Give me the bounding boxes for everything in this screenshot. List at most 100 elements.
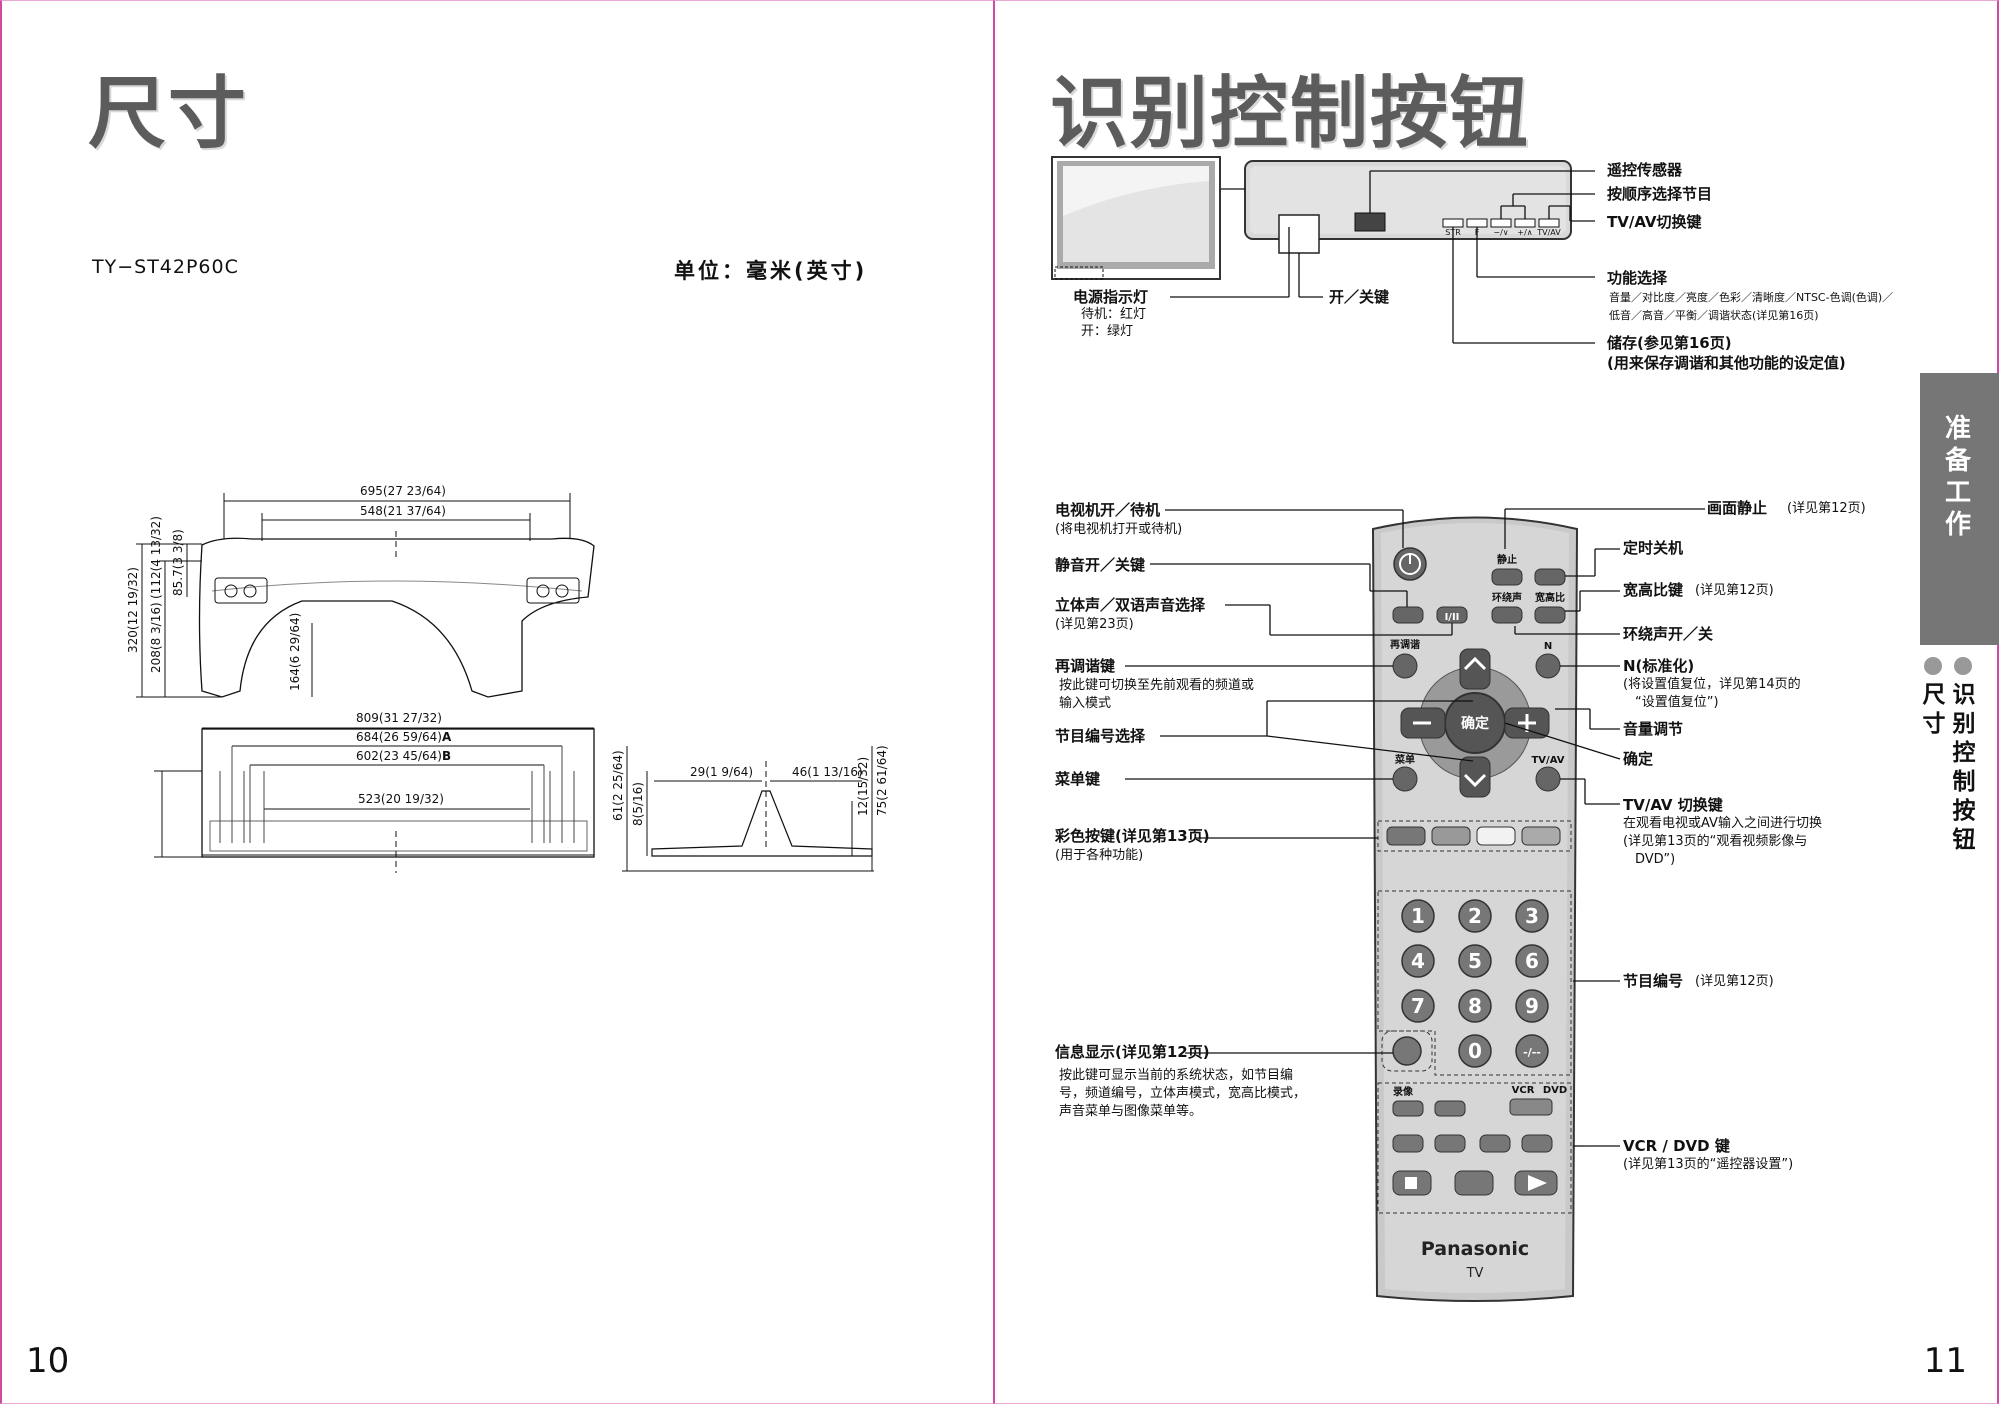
- left-page: 尺寸 TY−ST42P60C 单位：毫米(英寸): [0, 0, 993, 1404]
- label-freeze: 画面静止: [1707, 499, 1768, 517]
- label-off-timer: 定时关机: [1623, 539, 1684, 557]
- nav-dot-2: [1954, 657, 1972, 675]
- model-number: TY−ST42P60C: [92, 256, 239, 278]
- digit-dash: -/--: [1523, 1046, 1541, 1059]
- side-tab-label: 准备工作: [1944, 414, 1971, 540]
- dimension-drawing: 695(27 23/64) 548(21 37/64) 320(12 19/32…: [126, 484, 889, 873]
- dim-46: 46(1 13/16): [792, 765, 863, 779]
- tv-thumbnail: [1051, 156, 1221, 280]
- label-power-key: 开／关键: [1329, 288, 1390, 306]
- label-stereo: 立体声／双语声音选择: [1055, 596, 1206, 614]
- label-tv-power: 电视机开／待机: [1055, 501, 1161, 519]
- dim-208: 208(8 3/16): [149, 602, 163, 673]
- tv-leader-lines: [1170, 170, 1595, 344]
- label-color-sub: (用于各种功能): [1055, 848, 1144, 863]
- label-function-sub1: 音量／对比度／亮度／色彩／清晰度／NTSC-色调(色调)／: [1609, 291, 1894, 304]
- digit-6: 6: [1525, 949, 1539, 973]
- side-tab: 准备工作: [1920, 373, 1999, 645]
- remote-record-label: 录像: [1393, 1085, 1414, 1098]
- label-program-number-sub: (详见第12页): [1695, 974, 1774, 989]
- dim-85: 85.7(3 3/8): [171, 529, 185, 596]
- label-tvav-sub1: 在观看电视或AV输入之间进行切换: [1623, 816, 1822, 831]
- dim-61: 61(2 25/64): [611, 750, 625, 821]
- page-title: 识别控制按钮: [1050, 69, 1531, 159]
- remote-vcr-label: VCR: [1512, 1085, 1535, 1096]
- label-vcr-dvd-sub: (详见第13页的“遥控器设置”): [1623, 1157, 1794, 1172]
- label-ok: 确定: [1623, 750, 1654, 768]
- digit-2: 2: [1468, 904, 1482, 928]
- panel-btn-up: +/∧: [1517, 228, 1532, 237]
- remote-brand: Panasonic: [1421, 1238, 1529, 1260]
- digit-8: 8: [1468, 994, 1482, 1018]
- nav-dot-1: [1924, 657, 1942, 675]
- dim-602: 602(23 45/64): [356, 749, 442, 763]
- label-vcr-dvd: VCR / DVD 键: [1623, 1137, 1730, 1155]
- label-power-led-red: 待机：红灯: [1081, 307, 1147, 322]
- label-aspect-sub: (详见第12页): [1695, 583, 1774, 598]
- remote-menu-label: 菜单: [1394, 753, 1415, 766]
- label-program-number: 节目编号: [1623, 972, 1684, 990]
- dim-75: 75(2 61/64): [875, 745, 889, 816]
- digit-4: 4: [1411, 949, 1425, 973]
- label-info-sub1: 按此键可显示当前的系统状态，如节目编: [1059, 1068, 1294, 1083]
- page-number: 11: [1923, 1341, 1967, 1381]
- panel-btn-down: −/∨: [1493, 228, 1508, 237]
- label-power-led-green: 开：绿灯: [1081, 324, 1134, 339]
- dim-label-a: A: [442, 730, 452, 744]
- dim-684: 684(26 59/64): [356, 730, 442, 744]
- label-freeze-sub: (详见第12页): [1787, 501, 1866, 516]
- dim-523: 523(20 19/32): [358, 792, 444, 806]
- label-tvav-sub3: DVD”): [1635, 852, 1676, 867]
- page-title: 尺寸: [88, 69, 249, 159]
- dim-164: 164(6 29/64): [288, 613, 302, 691]
- controls-diagram: STR F −/∨ +/∧ TV/AV: [1051, 156, 1705, 1302]
- remote-tvav-label: TV/AV: [1531, 755, 1564, 766]
- label-surround: 环绕声开／关: [1623, 625, 1714, 643]
- label-info: 信息显示(详见第12页): [1055, 1043, 1210, 1061]
- remote-dvd-label: DVD: [1543, 1085, 1567, 1096]
- remote-ok-label: 确定: [1461, 715, 1489, 732]
- digit-7: 7: [1411, 994, 1425, 1018]
- label-store: 储存(参见第16页): [1607, 334, 1732, 352]
- label-retune-sub2: 输入模式: [1059, 696, 1112, 711]
- unit-label: 单位：毫米(英寸): [674, 259, 868, 283]
- remote-retune-label: 再调谐: [1390, 638, 1420, 651]
- nav-item-dimensions: 尺寸: [1922, 682, 1946, 737]
- dim-320: 320(12 19/32): [126, 567, 140, 653]
- right-page: 识别控制按钮 STR F −/∨ +/∧ TV/AV: [993, 0, 1999, 1404]
- label-mute: 静音开／关键: [1055, 556, 1146, 574]
- digit-0: 0: [1468, 1039, 1482, 1063]
- label-power-led: 电源指示灯: [1073, 288, 1149, 306]
- label-normalize: N(标准化): [1623, 657, 1695, 675]
- digit-9: 9: [1525, 994, 1539, 1018]
- label-remote-sensor: 遥控传感器: [1607, 161, 1683, 179]
- label-sequence-select: 按顺序选择节目: [1607, 185, 1713, 203]
- remote-freeze-label: 静止: [1497, 553, 1517, 566]
- label-menu: 菜单键: [1055, 770, 1101, 788]
- digit-5: 5: [1468, 949, 1482, 973]
- label-normalize-sub1: (将设置值复位，详见第14页的: [1623, 677, 1801, 692]
- label-stereo-sub: (详见第23页): [1055, 617, 1134, 632]
- label-aspect: 宽高比键: [1623, 581, 1684, 599]
- remote-leader-lines: [1125, 508, 1705, 1147]
- label-tvav-sub2: (详见第13页的“观看视频影像与: [1623, 834, 1808, 849]
- page-number: 10: [26, 1341, 70, 1381]
- digit-1: 1: [1411, 904, 1425, 928]
- label-volume: 音量调节: [1623, 720, 1684, 738]
- dim-8: 8(5/16): [631, 782, 645, 826]
- dim-29: 29(1 9/64): [690, 765, 753, 779]
- tv-control-panel: [1244, 160, 1572, 254]
- label-tv-power-sub: (将电视机打开或待机): [1055, 522, 1183, 537]
- remote-stereo-label: I/II: [1445, 612, 1460, 623]
- label-function-select: 功能选择: [1607, 269, 1668, 287]
- label-tvav-switch: TV/AV切换键: [1607, 213, 1702, 231]
- dim-12: 12(15/32): [856, 757, 870, 816]
- dim-548: 548(21 37/64): [360, 504, 446, 518]
- nav-item-controls: 识别控制按钮: [1952, 682, 1976, 853]
- remote-control: [1371, 516, 1579, 1302]
- dim-809: 809(31 27/32): [356, 711, 442, 725]
- label-color-buttons: 彩色按键(详见第13页): [1055, 827, 1210, 845]
- remote-n-label: N: [1544, 641, 1552, 652]
- label-normalize-sub2: “设置值复位”): [1635, 695, 1719, 710]
- label-retune: 再调谐键: [1055, 657, 1116, 675]
